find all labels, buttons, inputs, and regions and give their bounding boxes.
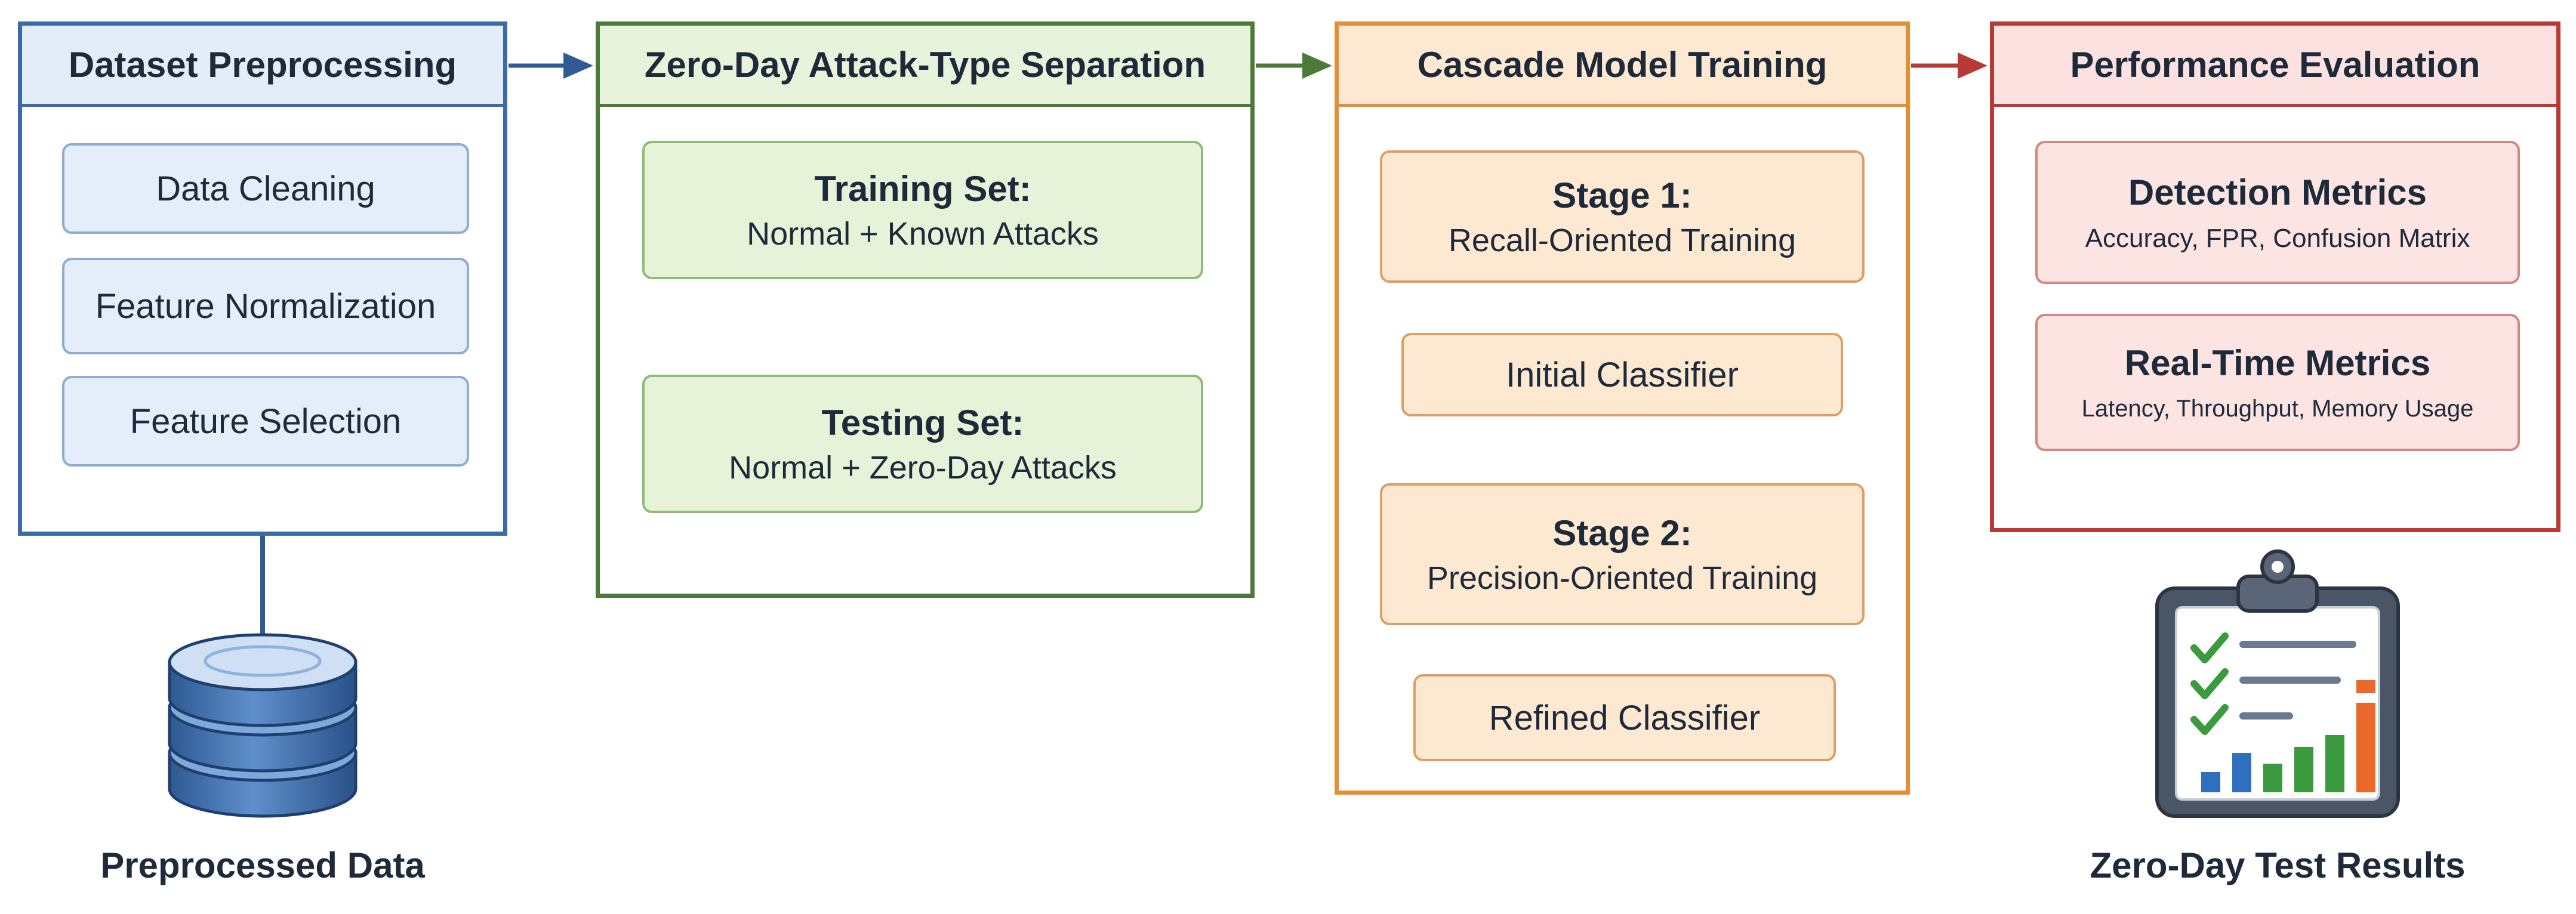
- testing-set-desc: Normal + Zero-Day Attacks: [729, 449, 1117, 486]
- step-data-cleaning-label: Data Cleaning: [156, 169, 375, 208]
- step-feature-selection-label: Feature Selection: [130, 402, 402, 441]
- caption-zero-day-results: Zero-Day Test Results: [2090, 845, 2466, 885]
- panel-title-separation: Zero-Day Attack-Type Separation: [600, 26, 1250, 107]
- step-feature-normalization: Feature Normalization: [62, 258, 469, 354]
- clipboard-report-icon: [2155, 549, 2400, 818]
- database-icon: [168, 633, 358, 818]
- initial-classifier-box: Initial Classifier: [1401, 333, 1843, 416]
- detection-metrics-box: Detection Metrics Accuracy, FPR, Confusi…: [2035, 141, 2520, 284]
- detection-metrics-title: Detection Metrics: [2128, 172, 2427, 212]
- stage2-desc: Precision-Oriented Training: [1426, 560, 1818, 596]
- realtime-metrics-desc: Latency, Throughput, Memory Usage: [2081, 396, 2474, 422]
- stage1-title: Stage 1:: [1552, 175, 1692, 215]
- training-set-desc: Normal + Known Attacks: [747, 215, 1099, 252]
- caption-preprocessed-data: Preprocessed Data: [100, 845, 425, 885]
- stage2-title: Stage 2:: [1552, 512, 1692, 553]
- arrow-preprocessing-to-separation: [509, 53, 593, 79]
- testing-set-title: Testing Set:: [821, 402, 1024, 443]
- stage2-box: Stage 2: Precision-Oriented Training: [1380, 483, 1865, 625]
- step-feature-normalization-label: Feature Normalization: [95, 286, 436, 326]
- refined-classifier-label: Refined Classifier: [1489, 698, 1761, 737]
- stage1-desc: Recall-Oriented Training: [1448, 222, 1797, 258]
- arrow-cascade-to-evaluation: [1911, 53, 1988, 79]
- initial-classifier-label: Initial Classifier: [1506, 355, 1739, 394]
- testing-set-box: Testing Set: Normal + Zero-Day Attacks: [642, 375, 1203, 513]
- realtime-metrics-title: Real-Time Metrics: [2124, 343, 2431, 383]
- training-set-box: Training Set: Normal + Known Attacks: [642, 141, 1203, 279]
- training-set-title: Training Set:: [814, 168, 1031, 209]
- step-feature-selection: Feature Selection: [62, 376, 469, 467]
- panel-title-preprocessing: Dataset Preprocessing: [22, 26, 503, 107]
- detection-metrics-desc: Accuracy, FPR, Confusion Matrix: [2085, 223, 2470, 253]
- step-data-cleaning: Data Cleaning: [62, 143, 469, 234]
- refined-classifier-box: Refined Classifier: [1413, 674, 1836, 761]
- realtime-metrics-box: Real-Time Metrics Latency, Throughput, M…: [2035, 314, 2520, 451]
- panel-title-cascade: Cascade Model Training: [1339, 26, 1906, 107]
- stage1-box: Stage 1: Recall-Oriented Training: [1380, 150, 1865, 283]
- panel-title-evaluation: Performance Evaluation: [1994, 26, 2556, 107]
- arrow-separation-to-cascade: [1256, 53, 1332, 79]
